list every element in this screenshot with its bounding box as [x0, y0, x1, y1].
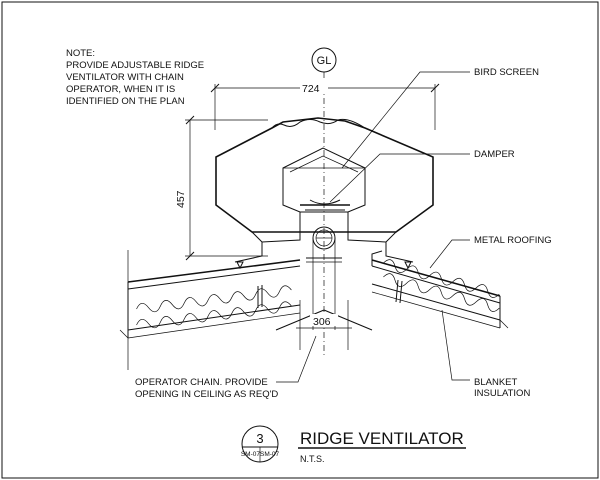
blanket-label-1: BLANKET	[474, 377, 517, 388]
note-block: NOTE: PROVIDE ADJUSTABLE RIDGE VENTILATO…	[66, 48, 204, 107]
grid-marker-label: GL	[317, 55, 332, 67]
label-damper: DAMPER	[329, 149, 515, 203]
operator-label-1: OPERATOR CHAIN. PROVIDE	[135, 377, 268, 388]
metal-roofing-label: METAL ROOFING	[474, 235, 552, 246]
bird-screen-label: BIRD SCREEN	[474, 67, 539, 78]
label-metal-roofing: METAL ROOFING	[429, 235, 552, 269]
detail-number: 3	[256, 431, 263, 446]
width-dimension-value: 724	[302, 83, 320, 95]
sheet-reference: SM-07SM-07	[241, 451, 280, 458]
note-line-5: IDENTIFIED ON THE PLAN	[66, 96, 185, 107]
blanket-label-2: INSULATION	[474, 388, 530, 399]
height-dimension-value: 457	[175, 190, 187, 208]
scale-note: N.T.S.	[300, 454, 325, 464]
note-line-3: VENTILATOR WITH CHAIN	[66, 72, 184, 83]
roof-left	[119, 250, 301, 370]
damper-label: DAMPER	[474, 149, 515, 160]
ceiling: 306	[275, 300, 373, 350]
note-line-2: PROVIDE ADJUSTABLE RIDGE	[66, 60, 204, 71]
roof-right	[371, 250, 509, 329]
label-bird-screen: BIRD SCREEN	[341, 67, 539, 169]
ventilator-hood	[215, 117, 434, 330]
label-blanket-insulation: BLANKET INSULATION	[441, 309, 530, 399]
height-dimension: 457	[175, 115, 268, 261]
note-line-1: NOTE:	[66, 48, 95, 59]
detail-title: RIDGE VENTILATOR	[300, 429, 464, 448]
width-dimension: 724	[210, 80, 440, 130]
note-line-4: OPERATOR, WHEN IT IS	[66, 84, 175, 95]
title-block: 3 SM-07SM-07 RIDGE VENTILATOR N.T.S.	[241, 425, 466, 464]
operator-label-2: OPENING IN CEILING AS REQ'D	[135, 389, 278, 400]
grid-marker: GL	[311, 47, 337, 73]
label-operator-chain: OPERATOR CHAIN. PROVIDE OPENING IN CEILI…	[135, 335, 317, 400]
opening-dimension-value: 306	[313, 316, 331, 328]
